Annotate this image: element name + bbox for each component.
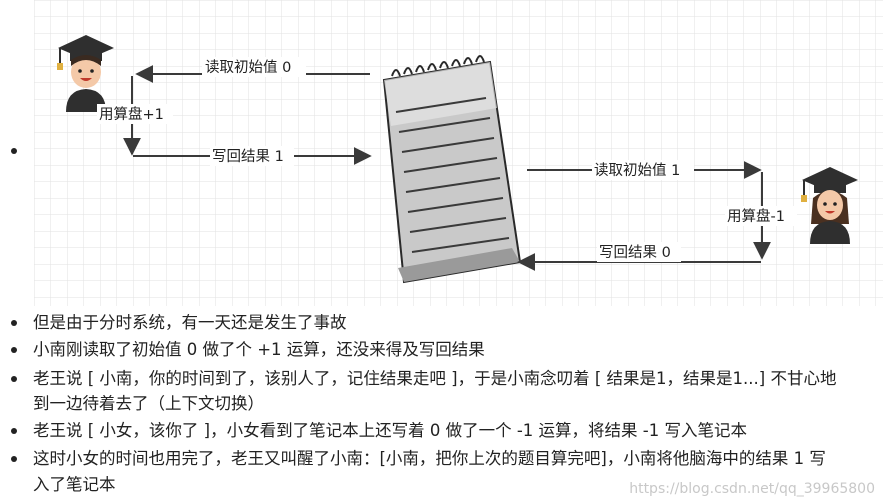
left-write-label: 写回结果 1: [212, 148, 284, 165]
spiral-notebook-icon: [382, 55, 522, 284]
bullet-text-1: 但是由于分时系统，有一天还是发生了事故: [33, 313, 347, 332]
bullet-dot: [11, 376, 17, 382]
watermark-url: https://blog.csdn.net/qq_39965800: [629, 481, 875, 497]
left-calc-label-bg: [97, 104, 173, 124]
graduate-boy-icon: [57, 35, 114, 112]
bullet-text-3: 老王说 [ 小南，你的时间到了，该别人了，记住结果走吧 ]，于是小南念叨着 [ …: [33, 369, 837, 388]
left-read-label-bg: [202, 57, 306, 77]
bullet-dot: [11, 320, 17, 326]
race-condition-diagram: 读取初始值 0 用算盘+1 写回结果 1 读取初始值 1 用算盘-1 写回结果 …: [34, 0, 883, 306]
bullet-dot: [11, 456, 17, 462]
bullet-text-3-cont: 到一边待着去了（上下文切换）: [33, 394, 264, 413]
right-write-label-bg: [597, 242, 681, 262]
bullet-dot: [11, 347, 17, 353]
left-read-label: 读取初始值 0: [205, 59, 291, 76]
right-calc-label: 用算盘-1: [727, 207, 785, 225]
bullet-text-5-cont: 入了笔记本: [33, 475, 116, 494]
right-read-label: 读取初始值 1: [594, 162, 680, 179]
right-read-label-bg: [592, 160, 694, 180]
right-write-label: 写回结果 0: [599, 244, 671, 261]
bullet-text-5: 这时小女的时间也用完了，老王又叫醒了小南：[小南，把你上次的题目算完吧]，小南将…: [33, 449, 826, 468]
bullet-text-2: 小南刚读取了初始值 0 做了个 +1 运算，还没来得及写回结果: [33, 340, 485, 359]
left-calc-label: 用算盘+1: [99, 105, 164, 123]
bullet-dot: [11, 428, 17, 434]
graduate-girl-icon: [801, 167, 858, 244]
bullet-text-4: 老王说 [ 小女，该你了 ]，小女看到了笔记本上还写着 0 做了一个 -1 运算…: [33, 421, 747, 440]
diagram-bullet: [11, 148, 17, 154]
right-calc-label-bg: [725, 206, 797, 226]
left-write-label-bg: [210, 146, 294, 166]
